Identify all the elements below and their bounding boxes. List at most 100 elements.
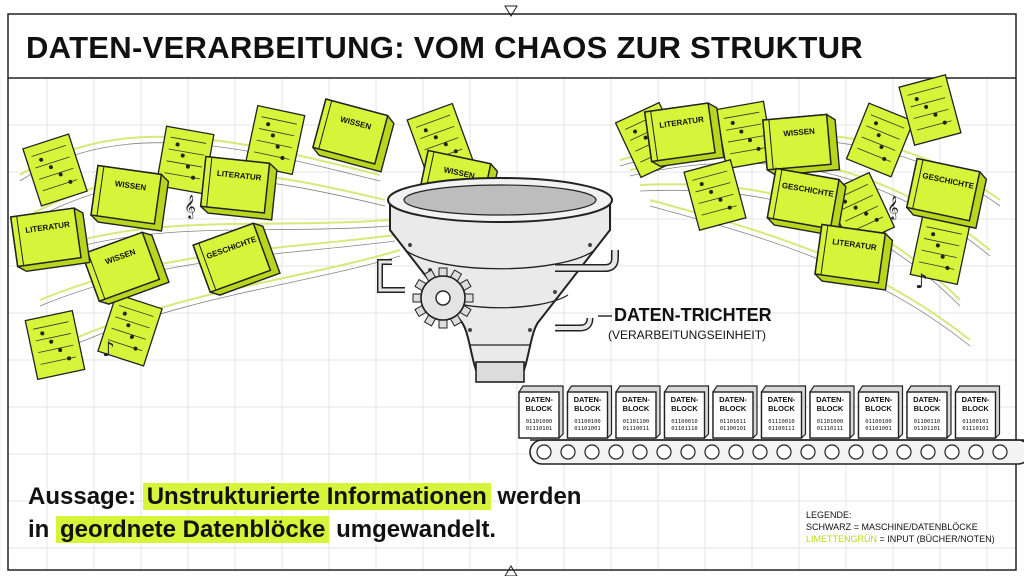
music-note-symbol: 𝄞: [887, 195, 899, 220]
block-face: [712, 391, 754, 439]
music-note: [122, 311, 127, 316]
page-sheet: [683, 159, 747, 231]
block-bits: 01101000: [526, 419, 553, 425]
music-note: [935, 243, 940, 248]
roller: [632, 444, 648, 460]
staff-line: [166, 160, 203, 168]
music-note: [58, 348, 63, 353]
legend-key-lime: LIMETTENGRÜN: [806, 534, 878, 544]
book: GESCHICHTE: [905, 157, 988, 230]
staff-line: [910, 97, 946, 108]
music-note: [633, 129, 638, 134]
music-note: [39, 157, 44, 162]
staff-line: [38, 344, 74, 354]
music-page: [683, 159, 747, 231]
block-face: [663, 391, 706, 439]
music-note: [864, 211, 869, 216]
roller: [608, 444, 624, 460]
roller: [872, 444, 888, 460]
block-bits: 01101011: [720, 419, 747, 425]
music-note: [924, 104, 929, 109]
music-note: [133, 346, 138, 351]
staff-line: [258, 128, 295, 137]
statement-middle: werden: [497, 483, 582, 510]
roller: [752, 444, 768, 460]
book: LITERATUR: [814, 223, 894, 291]
roller: [656, 444, 672, 460]
frame-border: [7, 5, 1017, 576]
block-label: DATEN-: [525, 395, 553, 404]
data-blocks: DATEN-BLOCK0110100001110101DATEN-BLOCK01…: [518, 385, 1001, 439]
music-note: [874, 217, 879, 222]
book-cover: [762, 113, 832, 171]
music-note: [185, 164, 190, 169]
book-cover: [766, 167, 840, 230]
staff-line: [170, 136, 207, 144]
staff-line: [870, 114, 905, 129]
roller: [968, 444, 984, 460]
block-bits: 01101001: [865, 426, 892, 432]
page-sheet: [24, 309, 86, 381]
block-bits: 01110011: [623, 426, 650, 432]
music-note-symbol: ♪: [102, 337, 115, 361]
music-note: [280, 155, 285, 160]
block-bits: 01110101: [526, 426, 553, 432]
staff-line: [913, 108, 949, 119]
legend: LEGENDE: SCHWARZ = MASCHINE/DATENBLÖCKE …: [806, 509, 995, 545]
roller: [824, 444, 840, 460]
roller: [992, 444, 1008, 460]
block-bits: 01100110: [914, 419, 941, 425]
music-note: [191, 175, 196, 180]
roller: [584, 444, 600, 460]
motion-line: [649, 199, 971, 341]
music-note-symbol: 𝄞: [184, 194, 196, 219]
music-note: [453, 149, 458, 154]
roller: [800, 444, 816, 460]
block-face: [857, 391, 900, 439]
music-note: [443, 142, 448, 147]
conveyor-belt: [529, 439, 1024, 465]
book-spine: [772, 169, 783, 219]
staff-line: [866, 125, 900, 140]
staff-line: [698, 193, 734, 204]
block-bits: 01100101: [720, 426, 747, 432]
statement-highlight-2: geordnete Datenblöcke: [56, 516, 330, 543]
block-bits: 01101001: [574, 426, 601, 432]
music-note: [49, 339, 54, 344]
block-label: BLOCK: [914, 404, 941, 413]
statement-line-2: in geordnete Datenblöcke umgewandelt.: [28, 513, 581, 546]
block-label: BLOCK: [768, 404, 795, 413]
staff-line: [118, 305, 154, 317]
staff-line: [725, 123, 762, 131]
book-spine: [650, 111, 659, 161]
music-note: [129, 334, 134, 339]
block-face: [566, 391, 609, 439]
book-spine: [206, 157, 213, 207]
music-note: [433, 135, 438, 140]
statement-suffix: umgewandelt.: [336, 516, 497, 543]
block-label: BLOCK: [526, 404, 553, 413]
statement-prefix: Aussage:: [28, 483, 137, 510]
block-bits: 01100111: [768, 426, 795, 432]
block-label: DATEN-: [768, 395, 796, 404]
music-note: [175, 142, 180, 147]
book-spine: [820, 225, 829, 275]
legend-key-black: SCHWARZ: [806, 522, 852, 532]
book-spine: [912, 159, 924, 209]
rivet: [528, 328, 532, 332]
book-cover: [90, 164, 163, 225]
block-face: [615, 391, 657, 439]
staff-line: [861, 136, 896, 151]
roller: [536, 444, 552, 460]
statement-line-1: Aussage: Unstrukturierte Informationen w…: [28, 480, 581, 513]
music-note: [718, 197, 723, 202]
book: GESCHICHTE: [192, 222, 281, 296]
music-note: [730, 120, 735, 125]
music-note: [58, 172, 63, 177]
statement-text: Aussage: Unstrukturierte Informationen w…: [28, 480, 581, 546]
funnel-seam: [404, 249, 596, 270]
